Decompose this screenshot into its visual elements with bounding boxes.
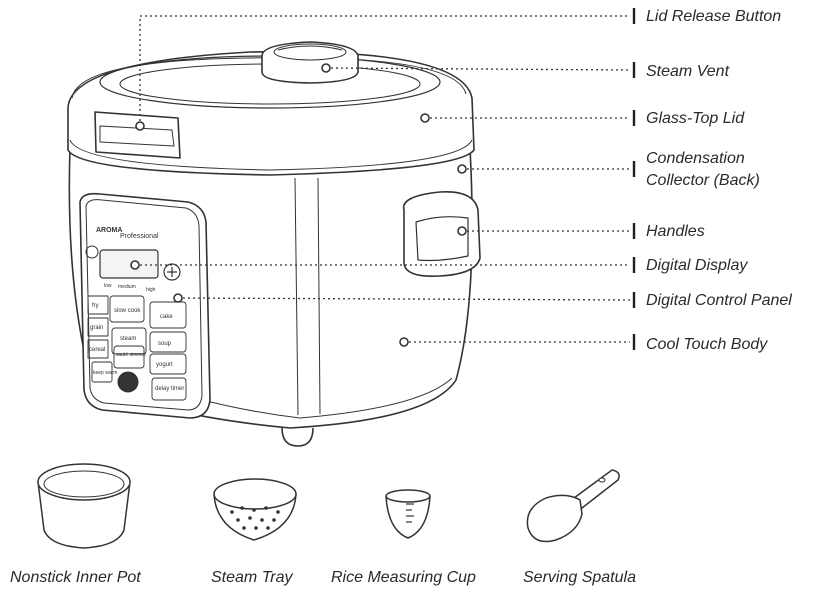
level-high: high	[146, 287, 156, 293]
digital-display	[99, 249, 159, 279]
brand-line: Professional	[120, 233, 159, 240]
plus-icon	[163, 263, 181, 281]
delay-timer-button: delay timer	[155, 386, 184, 392]
slow-cook-button: slow cook	[114, 308, 141, 314]
lid-release-button	[94, 111, 181, 159]
cereal-button: cereal	[89, 347, 105, 353]
caption-measuring-cup: Rice Measuring Cup	[331, 569, 476, 586]
brand-logo: AROMA	[96, 227, 122, 234]
minus-icon	[85, 245, 99, 259]
leader-lid-release	[139, 15, 630, 126]
saute-simmer-button: sauté simmer	[116, 352, 146, 358]
leader-control-panel	[177, 297, 631, 301]
caption-spatula: Serving Spatula	[523, 569, 636, 586]
front-foot	[281, 427, 314, 447]
callout-leaders	[135, 15, 631, 343]
caption-inner-pot: Nonstick Inner Pot	[10, 569, 141, 586]
steam-tray-illustration	[213, 478, 297, 541]
soup-button: soup	[158, 341, 172, 347]
keep-warm-button: keep warm	[93, 370, 117, 376]
grain-button: grain	[90, 325, 103, 331]
label-glass-top-lid: Glass-Top Lid	[646, 110, 745, 127]
inner-pot-illustration	[37, 463, 131, 549]
label-condensation-collector-1: Condensation	[646, 150, 745, 167]
rice-cooker: AROMA Professional low medium high fry s…	[67, 41, 481, 447]
spatula-illustration	[526, 469, 620, 543]
caption-steam-tray: Steam Tray	[211, 569, 293, 586]
handle	[402, 191, 481, 278]
label-steam-vent: Steam Vent	[646, 63, 730, 80]
label-cool-touch-body: Cool Touch Body	[646, 336, 768, 353]
fry-button: fry	[92, 303, 99, 309]
leader-steam-vent	[325, 67, 631, 71]
label-digital-display: Digital Display	[646, 257, 748, 274]
label-lid-release-button: Lid Release Button	[646, 8, 782, 25]
steam-vent	[261, 41, 359, 84]
label-condensation-collector-2: Collector (Back)	[646, 172, 760, 189]
cake-button: cake	[160, 314, 173, 320]
digital-control-panel	[79, 192, 211, 419]
label-digital-control-panel: Digital Control Panel	[646, 292, 792, 309]
callout-markers	[130, 63, 467, 347]
label-handles: Handles	[646, 223, 705, 240]
steam-button: steam	[120, 336, 136, 342]
measuring-cup-illustration	[385, 489, 431, 539]
level-low: low	[104, 283, 112, 289]
yogurt-button: yogurt	[156, 362, 173, 368]
level-medium: medium	[118, 284, 136, 290]
